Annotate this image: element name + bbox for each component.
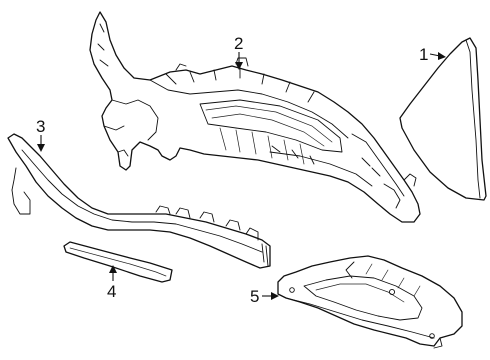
callout-4-number: 4 bbox=[107, 282, 116, 301]
part-5-lower-tray bbox=[277, 255, 463, 349]
part-3-lower-reinforcement bbox=[7, 133, 271, 269]
callout-5-number: 5 bbox=[250, 287, 259, 306]
callout-3-number: 3 bbox=[36, 117, 45, 136]
part-1-side-cover-panel bbox=[399, 37, 487, 201]
callout-5: 5 bbox=[250, 287, 279, 306]
callout-1-arrow-icon bbox=[438, 52, 446, 60]
part-4-trim-strip bbox=[63, 241, 173, 283]
callout-1: 1 bbox=[419, 45, 446, 64]
callout-5-arrow-icon bbox=[271, 292, 279, 300]
callout-4-arrow-icon bbox=[109, 265, 117, 273]
callout-2-arrow-icon bbox=[235, 62, 243, 70]
part-2-instrument-panel-carrier bbox=[89, 11, 421, 223]
callout-1-number: 1 bbox=[419, 45, 428, 64]
callout-3-arrow-icon bbox=[37, 144, 45, 152]
callout-3: 3 bbox=[36, 117, 45, 152]
callout-2-number: 2 bbox=[234, 34, 243, 53]
callout-4: 4 bbox=[107, 265, 117, 301]
callout-2: 2 bbox=[234, 34, 243, 70]
